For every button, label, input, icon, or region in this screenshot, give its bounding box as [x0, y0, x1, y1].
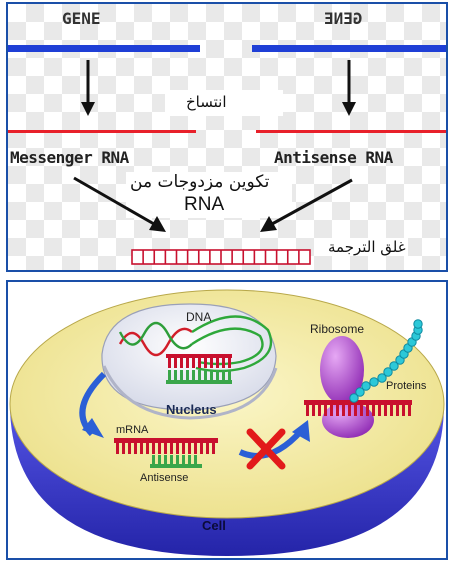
- gene-label-left: GENE: [62, 9, 101, 28]
- antisense-schematic-panel: GENE GENE انتساخ Messenger RNA Antisense…: [6, 2, 448, 272]
- protein-chain: [349, 319, 423, 403]
- mrna-antisense-duplex: [114, 438, 218, 468]
- converge-arrow-right: [260, 178, 353, 232]
- cell-label: Cell: [202, 518, 226, 533]
- nucleus-shadow: [102, 365, 278, 420]
- cell-diagram-panel: DNA Ribosome Proteins Nucleus mRNA Antis…: [6, 280, 448, 560]
- translation-block-label: غلق الترجمة: [326, 238, 408, 256]
- proteins-label: Proteins: [386, 380, 427, 392]
- duplex-label-line2: RNA: [184, 194, 225, 215]
- converge-arrow-left: [73, 176, 166, 232]
- gene-label-right-mirrored: GENE: [324, 9, 363, 28]
- cell-graphics: [9, 289, 445, 556]
- export-arrow: [79, 371, 107, 438]
- antisense-label: Antisense: [140, 472, 189, 484]
- ribosome-large-subunit: [320, 336, 364, 404]
- transcription-arrow-left: [81, 60, 95, 116]
- nucleus-label: Nucleus: [166, 402, 217, 417]
- ribosome-label: Ribosome: [310, 322, 365, 336]
- transcription-arrow-right: [342, 60, 356, 116]
- block-x-icon: [246, 428, 286, 470]
- mrna-label: mRNA: [116, 424, 149, 436]
- messenger-rna-label: Messenger RNA: [10, 148, 129, 167]
- mrna-strand: [8, 130, 196, 133]
- antisense-rna-label: Antisense RNA: [274, 148, 393, 167]
- gene-strand-left: [8, 45, 200, 52]
- duplex-label-line1: تكوين مزدوجات من: [130, 172, 270, 192]
- schematic-graphics: [8, 45, 446, 265]
- nuclear-transcript: [166, 354, 232, 384]
- ribosome-mrna: [304, 400, 412, 416]
- duplex-label-bg: [126, 172, 292, 218]
- gene-strand-right: [252, 45, 446, 52]
- antisense-rna-strand: [256, 130, 446, 133]
- transcription-label: انتساخ: [186, 93, 227, 111]
- dna-label: DNA: [186, 310, 212, 324]
- rna-duplex-ladder: [131, 249, 311, 265]
- transcription-label-bg: [165, 90, 283, 116]
